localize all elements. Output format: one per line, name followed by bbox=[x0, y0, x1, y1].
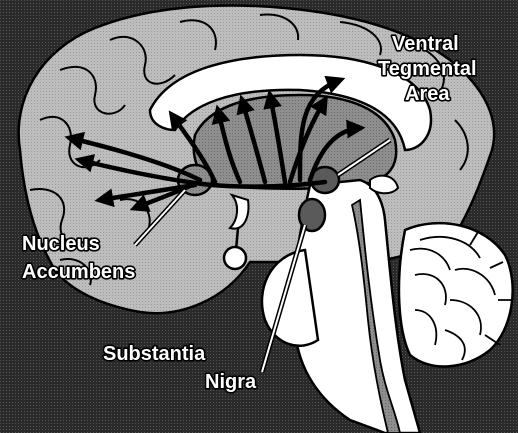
cerebellum bbox=[399, 223, 513, 366]
label-vta-line2: Tegmental bbox=[378, 58, 477, 80]
label-vta-line3: Area bbox=[405, 83, 450, 105]
label-sn-line2: Nigra bbox=[205, 371, 257, 393]
label-nacc-line2: Accumbens bbox=[22, 261, 135, 283]
label-nacc-line1: Nucleus bbox=[22, 233, 100, 255]
label-sn-line1: Substantia bbox=[103, 343, 206, 365]
label-vta-line1: Ventral bbox=[392, 33, 459, 55]
pituitary bbox=[224, 247, 246, 269]
